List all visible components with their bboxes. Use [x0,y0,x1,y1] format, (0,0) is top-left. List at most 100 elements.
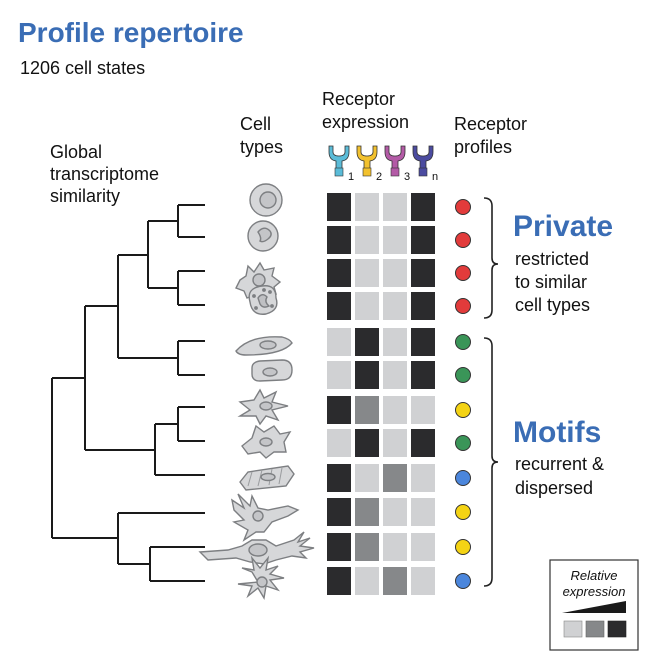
legend-swatch-low [563,620,583,638]
expression-cell-r11-c4 [411,533,435,561]
expression-cell-r10-c2 [355,498,379,526]
expression-cell-r5-c1 [327,328,351,356]
fibroblast-cell-icon [237,388,289,426]
expression-cell-r8-c4 [411,429,435,457]
dendrogram-header: Global transcriptome similarity [50,142,159,206]
receptor-profiles-header: Receptor profiles [454,114,527,157]
expression-row-9 [327,464,435,492]
cell-types-column [198,183,315,600]
cell-types-header-line-1: Cell [240,114,271,134]
expression-cell-r7-c1 [327,396,351,424]
expression-cell-r4-c3 [383,292,407,320]
expression-cell-r4-c4 [411,292,435,320]
profile-dot-8 [455,435,471,451]
expression-cell-r7-c2 [355,396,379,424]
expression-cell-r12-c4 [411,567,435,595]
dendrogram-header-line-2: transcriptome [50,164,159,184]
legend-title-line-1: Relative [571,568,618,583]
legend-swatch-mid [585,620,605,638]
profile-dot-5 [455,334,471,350]
expression-row-6 [327,361,435,389]
stellate-cell-icon [241,424,292,459]
dendrogram-header-line-1: Global [50,142,102,162]
expression-cell-r1-c3 [383,193,407,221]
motifs-brace [483,337,499,587]
expression-cell-r5-c3 [383,328,407,356]
expression-cell-r2-c3 [383,226,407,254]
motifs-desc-line-1: recurrent & [515,454,604,474]
expression-row-1 [327,193,435,221]
receptor-2-label: 2 [376,171,382,183]
legend-swatch-high [607,620,627,638]
motifs-desc-line-2: dispersed [515,478,593,498]
expression-row-2 [327,226,435,254]
expression-cell-r10-c1 [327,498,351,526]
receptor-expression-header-line-1: Receptor [322,89,395,109]
profile-dot-6 [455,367,471,383]
expression-cell-r10-c3 [383,498,407,526]
bipolar-neuron-icon [198,531,315,565]
expression-cell-r11-c3 [383,533,407,561]
expression-row-4 [327,292,435,320]
expression-cell-r7-c4 [411,396,435,424]
expression-cell-r6-c1 [327,361,351,389]
expression-row-12 [327,567,435,595]
expression-cell-r6-c3 [383,361,407,389]
legend-title-line-2: expression [563,584,626,599]
epithelial-cell-icon [251,359,293,382]
expression-row-3 [327,259,435,287]
expression-row-5 [327,328,435,356]
receptor-expression-header-line-2: expression [322,112,409,132]
receptor-2-icon [356,145,378,177]
expression-cell-r3-c3 [383,259,407,287]
cell-types-header-line-2: types [240,137,283,157]
private-title: Private [513,210,613,243]
receptor-3-label: 3 [404,171,410,183]
expression-cell-r9-c3 [383,464,407,492]
round-cell-icon [249,183,283,217]
profile-dot-12 [455,573,471,589]
expression-cell-r9-c2 [355,464,379,492]
expression-cell-r5-c4 [411,328,435,356]
expression-cell-r2-c2 [355,226,379,254]
expression-cell-r12-c3 [383,567,407,595]
expression-cell-r3-c1 [327,259,351,287]
pyramidal-neuron-icon [230,493,300,542]
expression-row-10 [327,498,435,526]
kidney-nucleus-cell-icon [247,220,279,252]
receptor-profiles-column [455,199,471,589]
muscle-cell-icon [239,465,295,491]
expression-cell-r1-c1 [327,193,351,221]
expression-cell-r4-c1 [327,292,351,320]
profile-dot-7 [455,402,471,418]
private-desc-line-1: restricted [515,249,589,269]
expression-row-7 [327,396,435,424]
expression-cell-r9-c1 [327,464,351,492]
expression-cell-r8-c3 [383,429,407,457]
expression-cell-r3-c2 [355,259,379,287]
expression-cell-r6-c4 [411,361,435,389]
receptor-expression-grid [327,193,435,595]
expression-cell-r2-c4 [411,226,435,254]
motifs-title: Motifs [513,416,601,449]
expression-cell-r2-c1 [327,226,351,254]
receptor-profiles-header-line-1: Receptor [454,114,527,134]
cell-types-header: Cell types [240,114,283,157]
private-desc-line-3: cell types [515,295,590,315]
profile-dot-3 [455,265,471,281]
receptor-3-icon [384,145,406,177]
profile-dot-2 [455,232,471,248]
receptor-expression-header: Receptor expression [322,89,409,132]
profile-dot-4 [455,298,471,314]
expression-cell-r4-c2 [355,292,379,320]
profile-dot-11 [455,539,471,555]
receptor-4-icon [412,145,434,177]
spindle-cell-icon [235,336,293,356]
expression-cell-r11-c2 [355,533,379,561]
expression-cell-r12-c2 [355,567,379,595]
private-desc-line-2: to similar [515,272,587,292]
expression-row-11 [327,533,435,561]
receptor-1-label: 1 [348,171,354,183]
profile-dot-10 [455,504,471,520]
